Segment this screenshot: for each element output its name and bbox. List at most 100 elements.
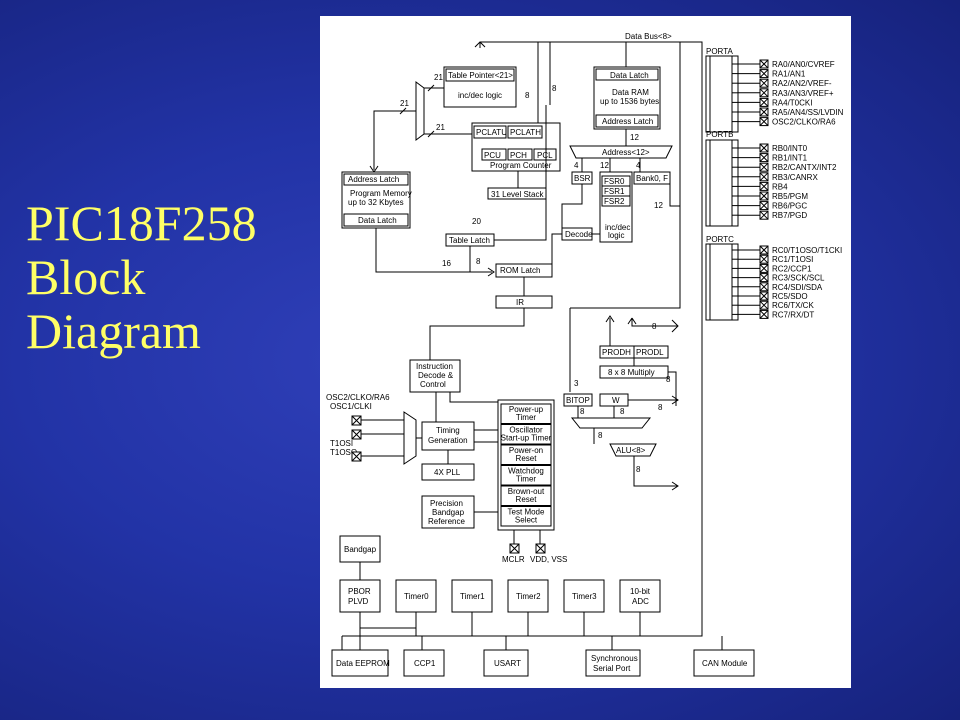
multiply-label: 8 x 8 Multiply [608, 368, 655, 377]
width-8b: 8 [525, 91, 530, 100]
timer3-label: Timer3 [572, 592, 597, 601]
pll-label: 4X PLL [434, 468, 461, 477]
bsr-label: BSR [574, 174, 591, 183]
width-8e: 8 [666, 375, 671, 384]
portb-pin-label: RB1/INT1 [772, 154, 808, 163]
precision-bandgap: Precision Bandgap Reference [421, 495, 498, 529]
power-block-label: Timer [516, 475, 536, 484]
portc-pin-label: RC3/SCK/SCL [772, 274, 825, 283]
oscillator-pins: OSC2/CLKO/RA6 OSC1/CLKI T1OSI T1OSO [326, 393, 422, 465]
porta-label: PORTA [706, 47, 733, 56]
power-block-label: Watchdog [508, 467, 544, 476]
width-21b: 21 [436, 123, 445, 132]
pclatu-label: PCLATU [476, 128, 507, 137]
portb-pin-label: RB5/PGM [772, 192, 808, 201]
decode: Decode [561, 227, 600, 241]
power-block-label: Oscillator [509, 426, 543, 435]
data-eeprom-label: Data EEPROM [336, 659, 390, 668]
serial-port: Synchronous Serial Port [585, 649, 641, 677]
prodh-label: PRODH [602, 348, 631, 357]
address-latch-label: Address Latch [348, 175, 399, 184]
bitop-label: BITOP [566, 396, 590, 405]
width-12b: 12 [600, 161, 609, 170]
pcu-label: PCU [484, 151, 501, 160]
timer2: Timer2 [507, 579, 549, 613]
data-ram-line-1: Data RAM [612, 88, 649, 97]
porta-pin-label: RA1/AN1 [772, 70, 806, 79]
porta-pin-label: RA0/AN0/CVREF [772, 60, 835, 69]
adc: 10-bit ADC [619, 579, 661, 613]
ccp1-label: CCP1 [414, 659, 436, 668]
bank: Bank0, F 12 [633, 171, 680, 210]
table-pointer-label: Table Pointer<21> [448, 71, 513, 80]
power-block-label: Timer [516, 413, 536, 422]
power-block-label: Reset [516, 454, 538, 463]
w-register-label: W [612, 396, 620, 405]
bsr: BSR [561, 171, 593, 234]
portb: PORTB RB0/INT0RB1/INT1RB2/CANTX/INT2RB3/… [705, 130, 837, 227]
block-diagram: Data Bus<8> Table Pointer<21> inc/dec lo… [320, 16, 851, 688]
portc-pin-label: RC1/T1OSI [772, 255, 813, 264]
slide-title: PIC18F258 Block Diagram [26, 196, 316, 358]
fsr1-label: FSR1 [604, 187, 625, 196]
osc2-label: OSC2/CLKO/RA6 [326, 393, 390, 402]
portc-pin-label: RC0/T1OSO/T1CKI [772, 246, 842, 255]
portb-pin-label: RB3/CANRX [772, 173, 818, 182]
pbor-line-1: PBOR [348, 587, 371, 596]
portb-pin-label: RB2/CANTX/INT2 [772, 163, 837, 172]
porta-pin-label: RA5/AN4/SS/LVDIN [772, 108, 844, 117]
timing-generation-line-2: Generation [428, 436, 468, 445]
timer0-label: Timer0 [404, 592, 429, 601]
timer3: Timer3 [563, 579, 605, 613]
width-16: 16 [442, 259, 451, 268]
instruction-decode-line-3: Control [420, 380, 446, 389]
power-block-label: Start-up Timer [501, 434, 552, 443]
prodl-label: PRODL [636, 348, 664, 357]
program-memory-line-2: up to 32 Kbytes [348, 198, 404, 207]
pclath-label: PCLATH [510, 128, 541, 137]
pcl-label: PCL [537, 151, 553, 160]
serial-port-line-1: Synchronous [591, 654, 638, 663]
portc-pin-label: RC7/RX/DT [772, 310, 814, 319]
title-line-2: Block [26, 249, 146, 305]
fsr-incdec-line-2: logic [608, 231, 624, 240]
usart: USART [483, 649, 529, 677]
precision-bandgap-line-3: Reference [428, 517, 465, 526]
level-stack: 31 Level Stack [487, 171, 547, 200]
width-21a: 21 [434, 73, 443, 82]
data-bus: Data Bus<8> [342, 32, 703, 637]
power-block-label: Power-up [509, 405, 544, 414]
power-block-label: Brown-out [508, 487, 545, 496]
power-block [500, 403, 552, 424]
porta-pin-label: RA4/T0CKI [772, 98, 812, 107]
portc-pin-label: RC4/SDI/SDA [772, 283, 823, 292]
width-8g: 8 [580, 407, 585, 416]
portc-label: PORTC [706, 235, 734, 244]
ccp1: CCP1 [403, 649, 445, 677]
width-8j: 8 [636, 465, 641, 474]
timing-generation: Timing Generation [421, 421, 498, 464]
title-line-1: PIC18F258 [26, 195, 257, 251]
power-block-label: Select [515, 516, 538, 525]
width-3: 3 [574, 379, 579, 388]
address-bus-label: Address<12> [602, 148, 650, 157]
program-data-latch-label: Data Latch [358, 216, 397, 225]
data-bus-label: Data Bus<8> [625, 32, 672, 41]
porta-pin-label: RA2/AN2/VREF- [772, 79, 832, 88]
timing-generation-line-1: Timing [436, 426, 460, 435]
width-8d: 8 [652, 322, 657, 331]
portc-pin-label: RC2/CCP1 [772, 264, 812, 273]
bandgap-label: Bandgap [344, 545, 377, 554]
rom-latch: ROM Latch IR 8 [429, 233, 562, 360]
power-block [500, 485, 552, 506]
width-4b: 4 [636, 161, 641, 170]
t1oso-label: T1OSO [330, 448, 357, 457]
portb-pin-label: RB4 [772, 182, 788, 191]
pbor: PBOR PLVD [339, 579, 381, 613]
data-ram-address-latch-label: Address Latch [602, 117, 653, 126]
portb-pin-label: RB0/INT0 [772, 144, 808, 153]
portb-label: PORTB [706, 130, 733, 139]
fsr0-label: FSR0 [604, 177, 625, 186]
fsr2-label: FSR2 [604, 197, 625, 206]
inc-dec-logic-label: inc/dec logic [458, 91, 502, 100]
